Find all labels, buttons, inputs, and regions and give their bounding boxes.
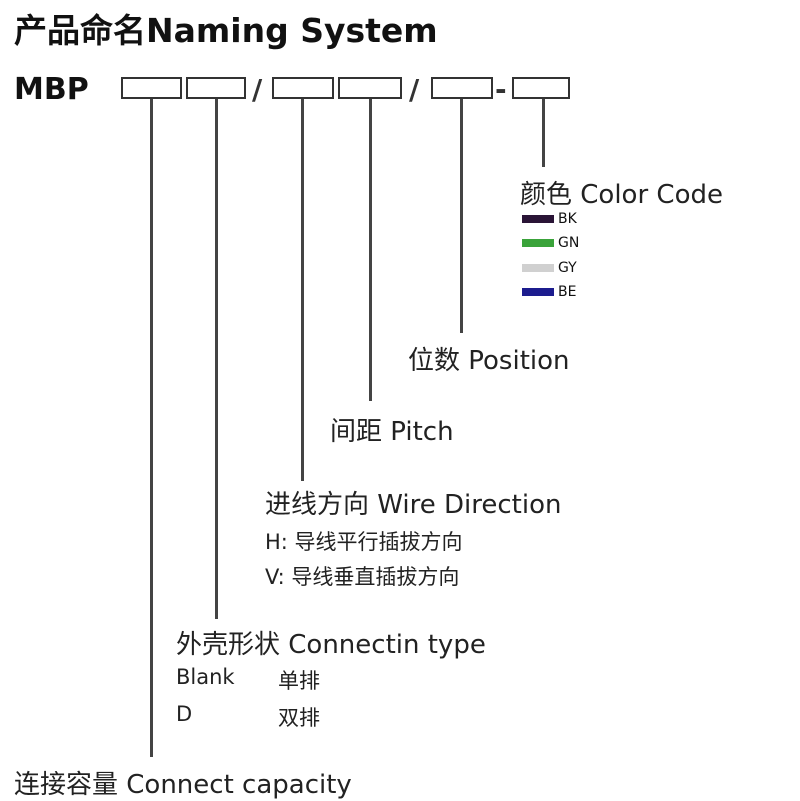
color-swatch-gy <box>522 264 554 272</box>
color-code-text: BK <box>558 211 577 227</box>
shell-option-code: Blank <box>176 665 235 689</box>
separator-slash-1: / <box>252 73 263 106</box>
shell-option-text: 双排 <box>278 706 320 730</box>
separator-dash: - <box>495 73 507 106</box>
wire-direction-label: 进线方向 Wire Direction <box>265 490 562 520</box>
color-code-item: GY <box>522 259 577 277</box>
wire-option-h: H: 导线平行插拔方向 <box>265 530 463 554</box>
wire-connector-line <box>301 99 304 481</box>
part-prefix: MBP <box>14 72 89 107</box>
position-label: 位数 Position <box>408 346 570 376</box>
pitch-label: 间距 Pitch <box>330 417 454 447</box>
shell-type-box <box>186 77 246 99</box>
color-swatch-be <box>522 288 554 296</box>
color-box <box>512 77 570 99</box>
pitch-connector-line <box>369 99 372 401</box>
position-connector-line <box>460 99 463 333</box>
wire-direction-box <box>272 77 334 99</box>
color-code-label: 颜色 Color Code <box>520 180 723 210</box>
color-code-item: BK <box>522 210 577 228</box>
wire-option-v: V: 导线垂直插拔方向 <box>265 565 460 589</box>
color-swatch-bk <box>522 215 554 223</box>
color-code-text: GN <box>558 235 580 251</box>
color-swatch-gn <box>522 239 554 247</box>
capacity-box <box>121 77 182 99</box>
color-code-text: BE <box>558 284 577 300</box>
connection-type-label: 外壳形状 Connectin type <box>176 630 486 660</box>
page-title: 产品命名Naming System <box>14 11 438 50</box>
connect-capacity-label: 连接容量 Connect capacity <box>14 770 352 800</box>
separator-slash-2: / <box>409 73 420 106</box>
position-box <box>431 77 493 99</box>
color-connector-line <box>542 99 545 167</box>
color-code-text: GY <box>558 260 577 276</box>
color-code-item: GN <box>522 234 579 252</box>
color-code-item: BE <box>522 283 576 301</box>
pitch-box <box>338 77 402 99</box>
shell-option-text: 单排 <box>278 669 320 693</box>
shell-option-code: D <box>176 702 193 726</box>
shell-connector-line <box>215 99 218 619</box>
capacity-connector-line <box>150 99 153 757</box>
